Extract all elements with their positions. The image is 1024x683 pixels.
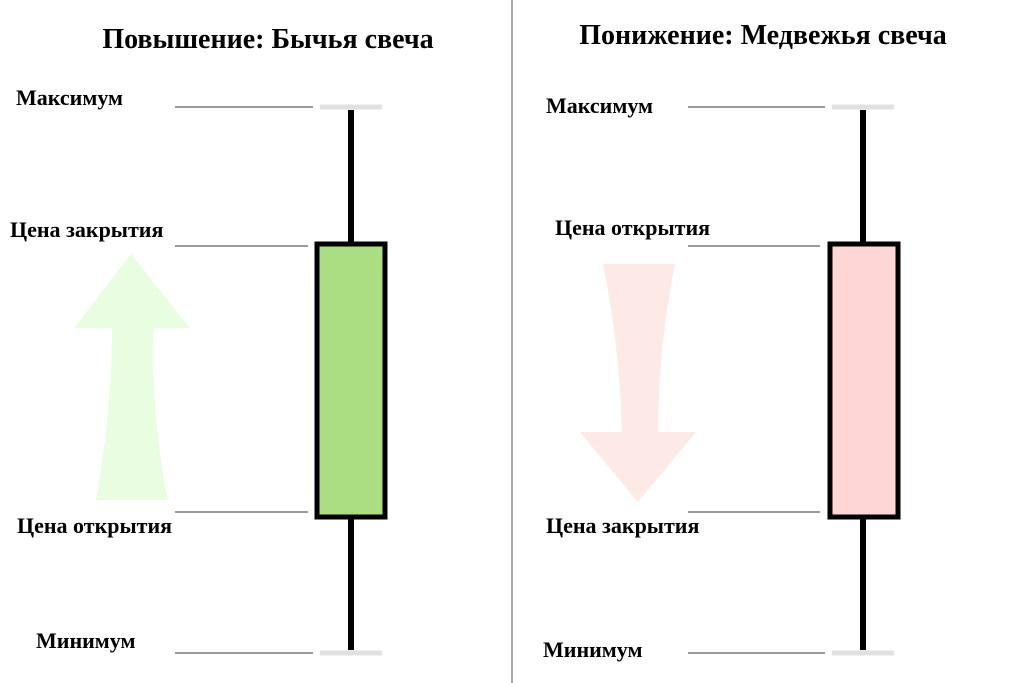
bearish-low-label: Минимум xyxy=(543,637,642,662)
bullish-low-label: Минимум xyxy=(36,628,135,653)
bearish-candle-body xyxy=(827,241,901,520)
arrow-down-icon xyxy=(580,264,696,502)
bearish-close-label: Цена закрытия xyxy=(546,513,699,538)
bullish-open-label: Цена открытия xyxy=(17,513,172,538)
bearish-open-label: Цена открытия xyxy=(555,215,710,240)
bullish-title: Повышение: Бычья свеча xyxy=(102,24,433,55)
bullish-high-label: Максимум xyxy=(16,85,123,110)
bullish-close-label: Цена закрытия xyxy=(10,217,163,242)
bullish-panel: Повышение: Бычья свеча Максимум Цена зак… xyxy=(10,24,434,656)
arrow-up-icon xyxy=(74,254,190,500)
bearish-title: Понижение: Медвежья свеча xyxy=(579,20,947,51)
bearish-high-label: Максимум xyxy=(546,93,653,118)
bullish-candle-body xyxy=(314,241,388,520)
bearish-panel: Понижение: Медвежья свеча Максимум Цена … xyxy=(543,20,947,662)
